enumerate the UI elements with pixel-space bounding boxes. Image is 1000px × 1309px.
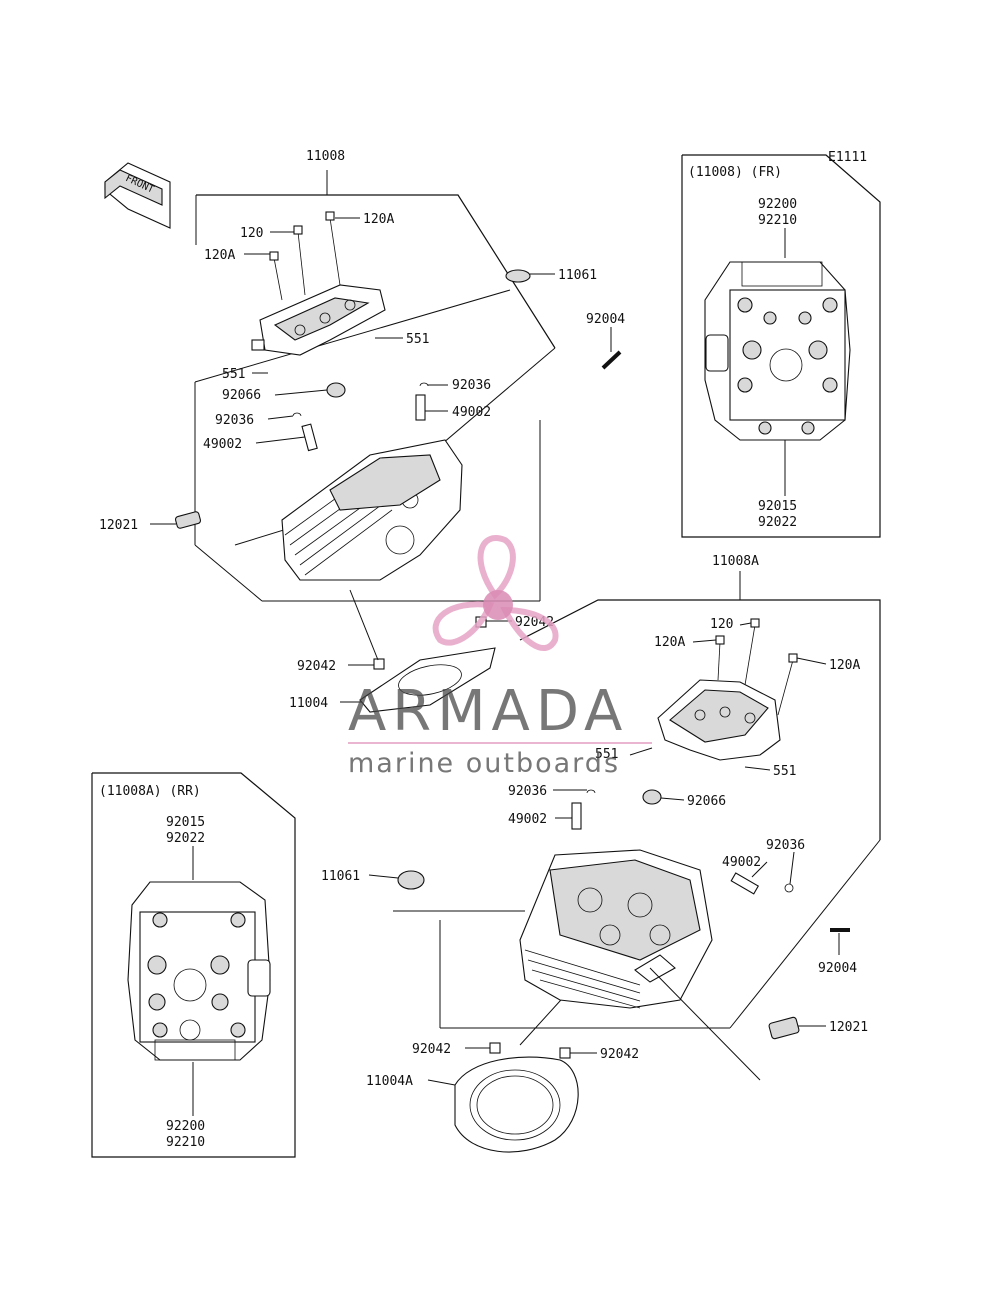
front-valve-guide-right: [415, 394, 426, 421]
front-label-cap-92066: 92066: [222, 388, 261, 403]
rear-leader-lines: [368, 789, 840, 1086]
watermark-tagline: marine outboards: [348, 748, 620, 779]
rear-label-bolt-120a-right: 120A: [829, 658, 860, 673]
rear-grommet-12021: [768, 1016, 800, 1040]
rear-label-guide-49002-left: 49002: [508, 812, 547, 827]
rear-label-gasket-11061: 11061: [321, 869, 360, 884]
rear-label-dowel-551-right: 551: [773, 764, 796, 779]
front-label-bolt-120a-top: 120A: [363, 212, 394, 227]
propeller-icon: [432, 535, 559, 651]
rear-label-gasket-11004a: 11004A: [366, 1074, 413, 1089]
front-head-assembly-label: 11008: [306, 149, 345, 164]
rear-valve-guide-left: [571, 802, 582, 830]
rear-label-clip-92036-right: 92036: [766, 838, 805, 853]
rear-label-clip-92036-left: 92036: [508, 784, 547, 799]
rear-label-bolt-120a-left: 120A: [654, 635, 685, 650]
rear-head-gasket-11004a: [454, 1056, 579, 1153]
inset-front-title: (11008) (FR): [688, 165, 782, 180]
front-label-gasket-11004: 11004: [289, 696, 328, 711]
inset-front-top-part-1: 92200: [758, 197, 797, 212]
rear-label-stud-92004: 92004: [818, 961, 857, 976]
rear-camshaft-holder: [657, 679, 781, 761]
rear-cap-92066: [642, 789, 662, 805]
armada-logo: ARMADA marine outboards: [348, 535, 652, 779]
rear-cylinder-head: [519, 849, 713, 1009]
front-valve-guide-left: [301, 423, 318, 452]
inset-front-frame: [681, 154, 881, 538]
front-arrow-icon: FRONT: [104, 162, 171, 229]
front-head-gasket-11004: [359, 647, 496, 713]
front-label-guide-49002-left: 49002: [203, 437, 242, 452]
rear-gasket-11061: [397, 870, 425, 890]
rear-label-guide-49002-right: 49002: [722, 855, 761, 870]
inset-rear-bottom-part-1: 92200: [166, 1119, 205, 1134]
rear-dowel-pin-right: [559, 1047, 571, 1059]
front-bolts: [269, 211, 341, 301]
front-label-bolt-120a-left: 120A: [204, 248, 235, 263]
front-label-pin-92042-left: 92042: [297, 659, 336, 674]
front-label-stud-92004: 92004: [586, 312, 625, 327]
rear-valve-guide-right: [730, 872, 760, 895]
front-label-guide-49002-right: 49002: [452, 405, 491, 420]
front-cylinder-head: [281, 439, 463, 581]
front-label-dowel-551-right: 551: [406, 332, 429, 347]
inset-rear-head-topview: [127, 881, 271, 1061]
front-gasket-11061: [505, 269, 531, 283]
watermark-brand: ARMADA: [348, 679, 628, 744]
inset-rear-frame: [91, 772, 296, 1158]
rear-dowel-pin-left: [489, 1042, 501, 1054]
front-grommet-12021: [174, 511, 202, 529]
inset-rear-top-part-2: 92022: [166, 831, 205, 846]
front-camshaft-holder: [251, 284, 386, 356]
rear-label-bolt-120: 120: [710, 617, 733, 632]
rear-head-assembly-label: 11008A: [712, 554, 759, 569]
rear-label-dowel-551-left: 551: [595, 747, 618, 762]
front-label-clip-92036-left: 92036: [215, 413, 254, 428]
rear-head-frame: [393, 571, 881, 1046]
diagram-code: E1111: [828, 150, 867, 165]
front-cap-92066: [326, 382, 346, 398]
rear-label-grommet-12021: 12021: [829, 1020, 868, 1035]
inset-front-bottom-part-2: 92022: [758, 515, 797, 530]
inset-rear-bottom-part-2: 92210: [166, 1135, 205, 1150]
inset-rear-top-part-1: 92015: [166, 815, 205, 830]
rear-label-pin-92042-right: 92042: [600, 1047, 639, 1062]
front-label-grommet-12021: 12021: [99, 518, 138, 533]
front-label-dowel-551-left: 551: [222, 367, 245, 382]
front-label-clip-92036-right: 92036: [452, 378, 491, 393]
front-dowel-pin-left: [373, 658, 385, 670]
inset-front-head-topview: [704, 261, 851, 441]
front-leader-lines: [150, 217, 612, 703]
inset-front-bottom-part-1: 92015: [758, 499, 797, 514]
front-label-bolt-120: 120: [240, 226, 263, 241]
inset-rear-title: (11008A) (RR): [99, 784, 201, 799]
front-label-gasket-11061: 11061: [558, 268, 597, 283]
inset-front-top-part-2: 92210: [758, 213, 797, 228]
rear-label-cap-92066: 92066: [687, 794, 726, 809]
rear-label-pin-92042-left: 92042: [412, 1042, 451, 1057]
